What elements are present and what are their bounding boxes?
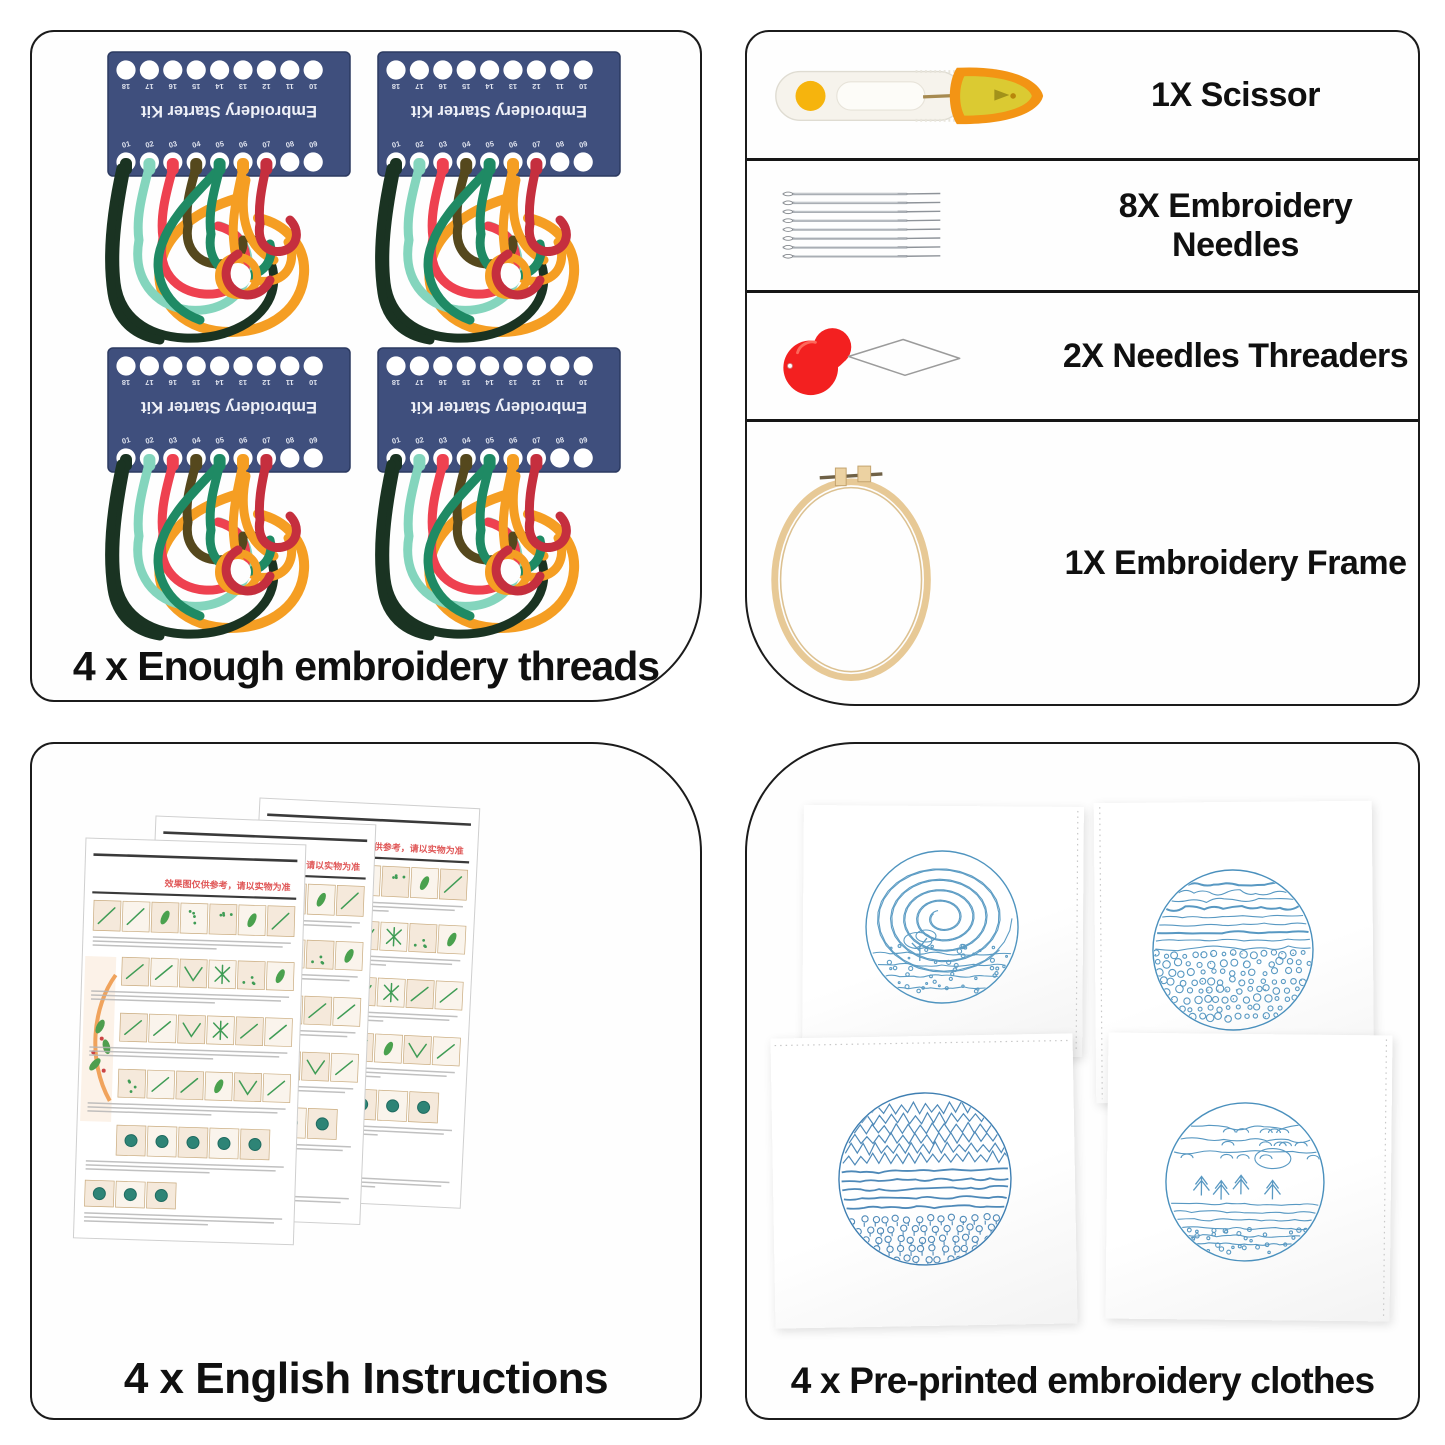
tool-label-needles: 8X Embroidery Needles: [1118, 186, 1353, 264]
cloth-mountain-river: [770, 1033, 1078, 1329]
threader-image: [747, 311, 1053, 401]
tool-row-threader: 2X Needles Threaders: [747, 293, 1418, 422]
hoop-image: [747, 440, 1053, 686]
threads-caption: 4 x Enough embroidery threads: [72, 643, 660, 689]
mountain-river-flowers: [774, 1039, 1069, 1266]
needles-icon: [782, 191, 941, 259]
tool-row-needles: 8X Embroidery Needles: [747, 161, 1418, 293]
swirl-sky-tree: [865, 810, 1079, 1053]
needles-image: [747, 186, 1053, 266]
cloth-flower-field: [1093, 800, 1375, 1104]
hoop-icon: [771, 465, 931, 681]
instructions-panel: 效果图仅供参考，请以实物为准 4 x English Instructions: [30, 742, 702, 1420]
instruction-sheets-image: 效果图仅供参考，请以实物为准: [71, 796, 482, 1247]
tool-row-scissor: 1X Scissor: [747, 32, 1418, 161]
tool-label-hoop: 1X Embroidery Frame: [1064, 543, 1407, 582]
threader-icon: [783, 328, 961, 396]
cloths-caption: 4 x Pre-printed embroidery clothes: [790, 1360, 1375, 1401]
threads-panel: 181716151413121110010203040506070809 Emb…: [30, 30, 702, 702]
sky-flower-field: [1099, 807, 1314, 1100]
lake-pine-forest: [1165, 1039, 1388, 1318]
thread-cards-image: 181716151413121110010203040506070809 Emb…: [32, 32, 702, 654]
tool-label-threader: 2X Needles Threaders: [1062, 336, 1409, 375]
instructions-caption: 4 x English Instructions: [123, 1354, 609, 1403]
cloth-swirl-sky: [802, 805, 1084, 1057]
tool-row-hoop: 1X Embroidery Frame: [747, 422, 1418, 704]
scissor-image: [747, 57, 1053, 133]
cloths-panel: 4 x Pre-printed embroidery clothes: [745, 742, 1420, 1420]
tool-label-scissor: 1X Scissor: [1151, 75, 1320, 114]
scissor-icon: [775, 67, 1044, 125]
tools-panel: 1X Scissor 8X Embroidery Needles: [745, 30, 1420, 706]
cloth-lake-forest: [1105, 1032, 1393, 1322]
